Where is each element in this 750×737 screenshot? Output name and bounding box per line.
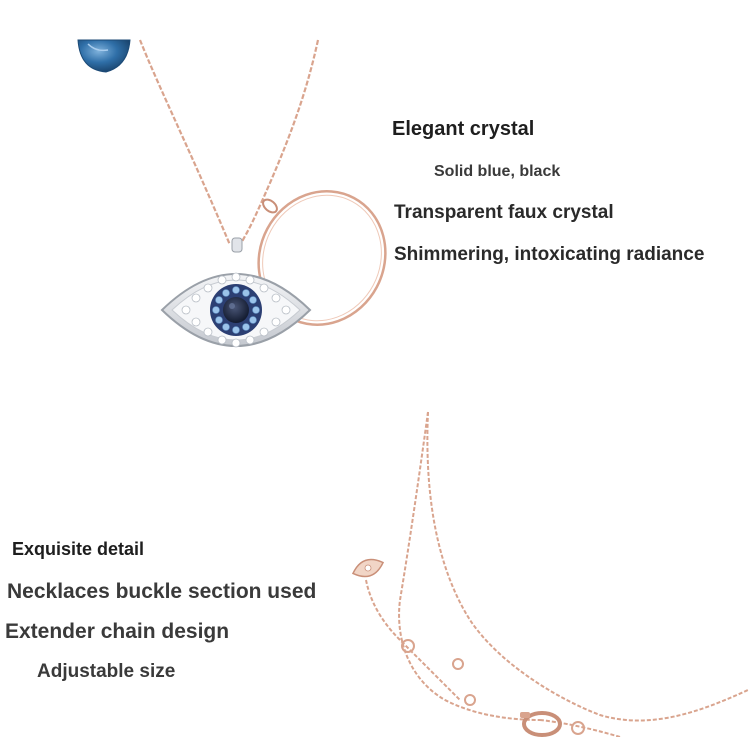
- clasp-chain: [398, 411, 749, 737]
- radiance-text: Shimmering, intoxicating radiance: [394, 244, 705, 265]
- pendant-chain: [138, 39, 320, 246]
- pupil-crystal: [223, 297, 249, 323]
- extender-chain-text: Extender chain design: [5, 620, 230, 643]
- extender-chain: [365, 579, 476, 706]
- blue-crystal-drop: [77, 39, 131, 73]
- elegant-crystal-heading: Elegant crystal: [392, 118, 535, 140]
- eye-charm-tag: [351, 558, 385, 578]
- lobster-clasp: [520, 711, 585, 737]
- crystal-colors-text: Solid blue, black: [434, 163, 561, 180]
- transparent-crystal-text: Transparent faux crystal: [394, 202, 614, 223]
- adjustable-size-text: Adjustable size: [37, 661, 176, 682]
- evil-eye-pendant: [160, 237, 312, 348]
- exquisite-detail-heading: Exquisite detail: [12, 539, 145, 559]
- buckle-section-text: Necklaces buckle section used: [7, 580, 317, 603]
